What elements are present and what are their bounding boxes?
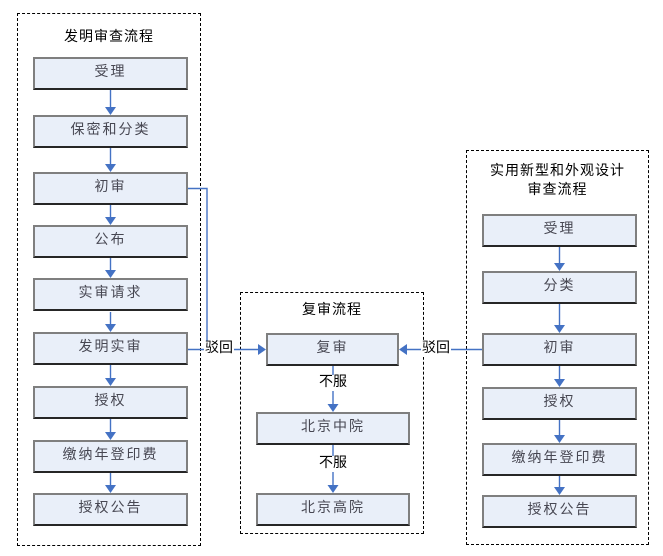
invention-step-acceptance: 受理 <box>33 57 188 90</box>
appeal-label-1: 不服 <box>318 375 348 391</box>
invention-step-substantive-exam: 发明实审 <box>33 332 188 365</box>
reexam-panel <box>240 292 424 534</box>
reject-label-left: 驳回 <box>204 341 234 357</box>
invention-step-secrecy-classification: 保密和分类 <box>33 115 188 148</box>
reject-label-right: 驳回 <box>421 341 451 357</box>
utility-step-grant-announcement: 授权公告 <box>482 495 637 528</box>
invention-panel-title: 发明审查流程 <box>64 30 154 45</box>
utility-step-acceptance: 受理 <box>482 214 637 247</box>
reexam-step-reexamination: 复审 <box>266 333 399 366</box>
appeal-label-2: 不服 <box>318 456 348 472</box>
reexam-step-beijing-intermediate-court: 北京中院 <box>256 412 410 445</box>
utility-step-pay-fees: 缴纳年登印费 <box>482 443 637 476</box>
invention-step-preliminary-exam: 初审 <box>33 172 188 205</box>
invention-step-pay-fees: 缴纳年登印费 <box>33 440 188 473</box>
invention-step-publication: 公布 <box>33 225 188 258</box>
invention-step-grant-announcement: 授权公告 <box>33 493 188 526</box>
utility-panel-title: 实用新型和外观设计 审查流程 <box>466 162 649 200</box>
utility-panel-title-line1: 实用新型和外观设计 <box>490 164 625 179</box>
reexam-step-beijing-high-court: 北京高院 <box>256 493 410 526</box>
invention-step-grant: 授权 <box>33 386 188 419</box>
utility-step-preliminary-exam: 初审 <box>482 333 637 366</box>
utility-step-grant: 授权 <box>482 387 637 420</box>
reexam-panel-title: 复审流程 <box>302 303 362 318</box>
invention-step-substantive-request: 实审请求 <box>33 278 188 311</box>
utility-step-classification: 分类 <box>482 271 637 304</box>
utility-panel <box>466 150 649 545</box>
utility-panel-title-line2: 审查流程 <box>527 183 588 198</box>
